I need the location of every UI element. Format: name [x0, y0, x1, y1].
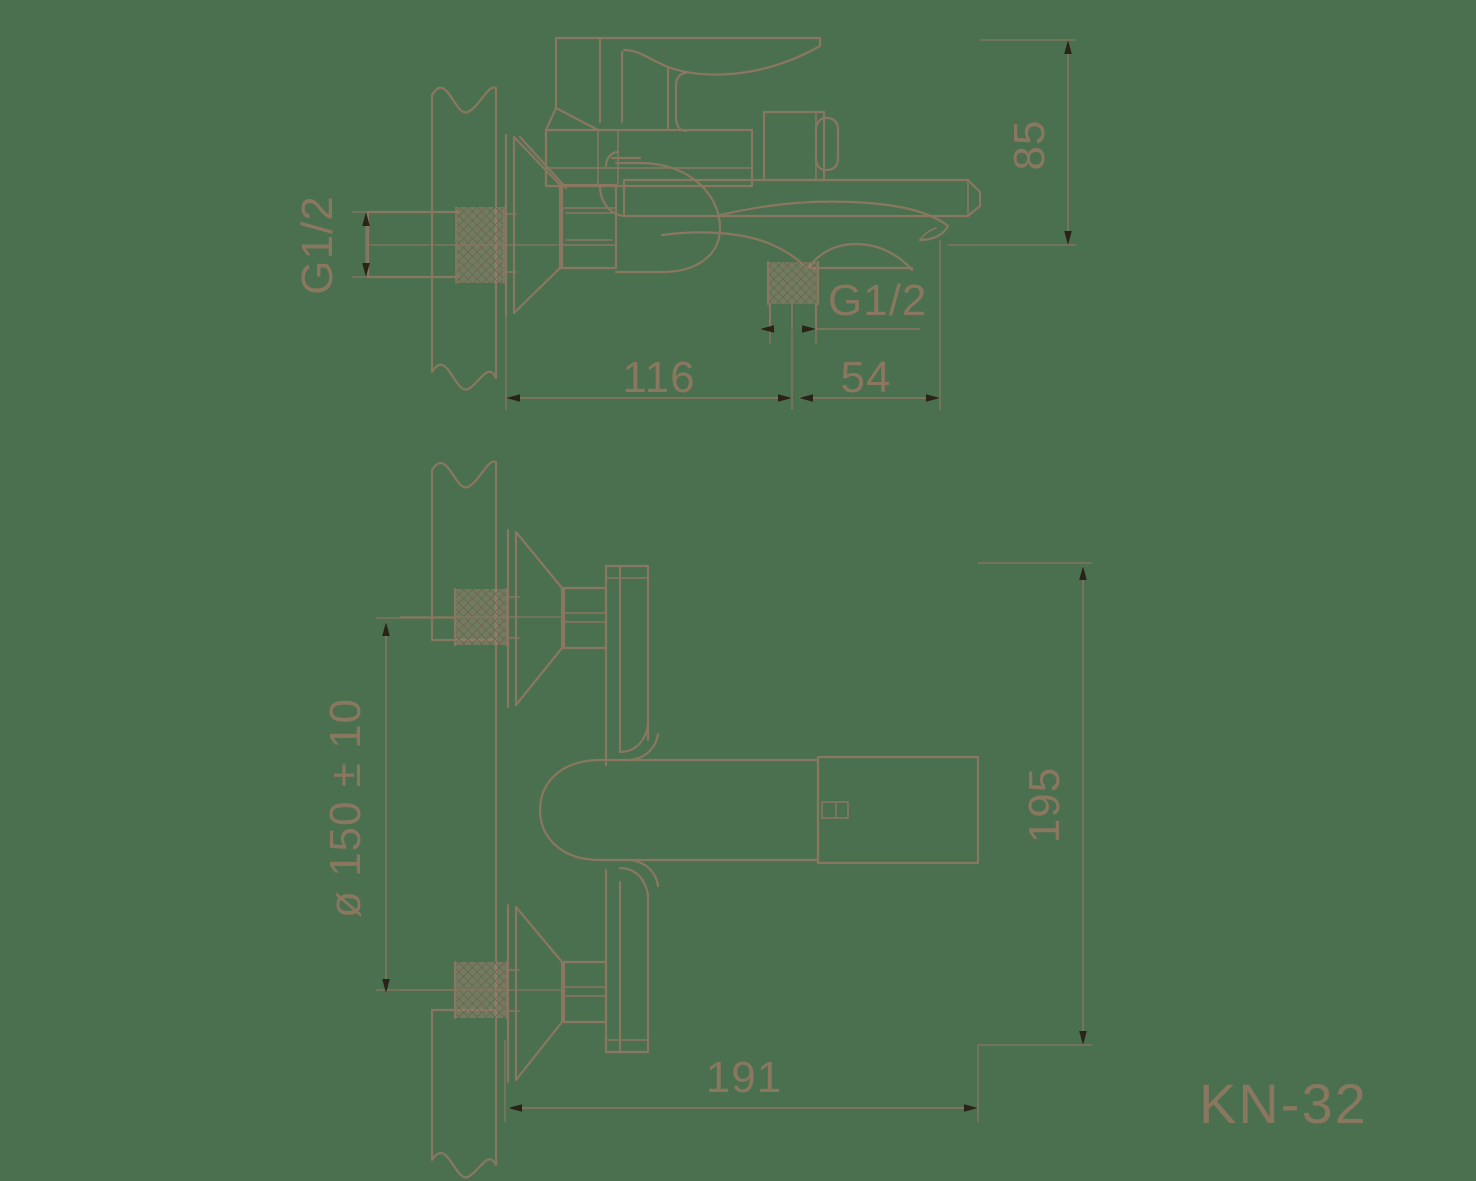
eccentric-connector-top-front: [453, 528, 650, 767]
wall-section-side: [430, 86, 498, 391]
dim-label-inlet-thread: G1/2: [293, 195, 342, 294]
dim-outlet-thread-side: G1/2: [760, 276, 927, 344]
dim-outlet-to-spout-end: 54: [799, 240, 941, 410]
escutcheon-side: [504, 133, 568, 317]
front-view-group: ø 150 ± 10 195 191: [321, 460, 1092, 1179]
dim-label-overall-height: 195: [1020, 767, 1069, 843]
dim-label-inlet-centres: ø 150 ± 10: [321, 698, 370, 918]
dim-wall-to-outlet: 116: [505, 315, 793, 410]
dim-label-spout-height: 85: [1005, 120, 1054, 171]
lever-handle-side: [554, 36, 822, 133]
dim-overall-width: 191: [504, 1040, 979, 1122]
model-label: KN-32: [1199, 1072, 1368, 1135]
spout-slab-side: [598, 178, 982, 218]
thread-hatch-outlet-side: [768, 262, 818, 304]
dim-inlet-thread-side: G1/2: [293, 195, 456, 295]
side-view-group: G1/2 85 G1/2 116 54: [293, 36, 1076, 410]
outlet-nipple-side: [766, 260, 820, 332]
dim-label-outlet-thread: G1/2: [828, 276, 927, 325]
dim-overall-height: 195: [978, 562, 1092, 1046]
wall-section-front: [430, 460, 498, 1179]
cartridge-housing-side: [544, 106, 754, 188]
mixer-body-front: [538, 722, 980, 898]
dim-label-wall-to-outlet: 116: [622, 353, 695, 402]
dim-inlet-centres: ø 150 ± 10: [321, 617, 455, 993]
centre-lines-front: [400, 616, 562, 991]
hex-nut-side: [560, 183, 618, 270]
spout-underside-side: [660, 200, 950, 272]
eccentric-connector-bottom-front: [453, 868, 650, 1084]
dim-label-outlet-to-spout-end: 54: [841, 353, 892, 402]
dim-spout-height: 85: [948, 39, 1076, 246]
diverter-knob-side: [762, 110, 840, 182]
dim-label-overall-width: 191: [706, 1053, 782, 1102]
